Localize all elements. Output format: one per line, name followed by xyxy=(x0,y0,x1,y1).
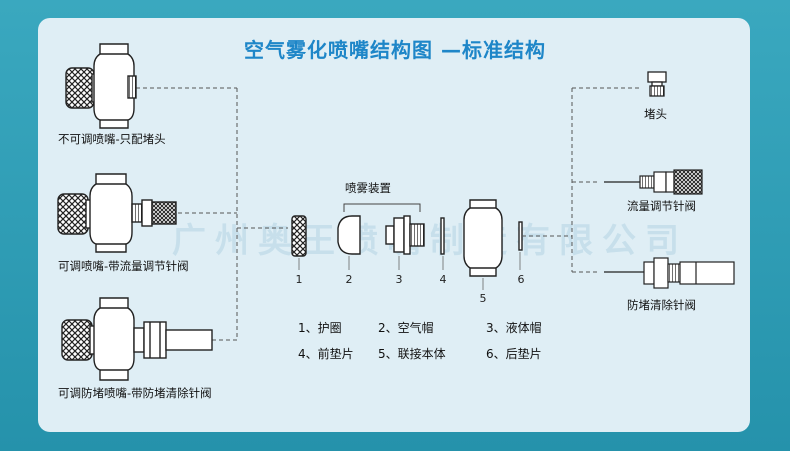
spray-assembly-label: 喷雾装置 xyxy=(345,181,391,195)
part-front-gasket xyxy=(440,217,445,255)
anti-clog-needle-part xyxy=(604,257,735,289)
legend-item: 5、联接本体 xyxy=(378,346,446,361)
right-part-label: 流量调节针阀 xyxy=(627,199,696,213)
left-connector xyxy=(136,87,288,341)
legend-item: 1、护圈 xyxy=(298,321,342,335)
legend-item: 3、液体帽 xyxy=(486,320,542,335)
left-variant-label: 可调防堵喷嘴-带防堵清除针阀 xyxy=(58,386,212,400)
part-number: 6 xyxy=(518,273,525,286)
part-air-cap xyxy=(337,215,361,255)
part-number-leaders xyxy=(298,252,521,290)
right-part-label: 堵头 xyxy=(644,107,667,121)
nozzle-adjustable xyxy=(57,173,177,253)
watermark-text: 广州奥王喷嘴制造有限公司 xyxy=(172,221,688,261)
right-connector xyxy=(571,87,642,273)
legend-item: 2、空气帽 xyxy=(378,320,434,335)
part-number: 3 xyxy=(396,273,403,286)
right-part-label: 防堵清除针阀 xyxy=(627,298,696,312)
part-body xyxy=(463,199,503,277)
exploded-view xyxy=(291,199,523,277)
part-liquid-cap xyxy=(385,215,425,255)
part-number: 1 xyxy=(296,273,303,286)
part-number: 4 xyxy=(440,273,447,286)
part-number: 2 xyxy=(346,273,353,286)
spray-assembly-bracket xyxy=(343,203,421,212)
legend-item: 6、后垫片 xyxy=(486,346,542,361)
left-variant-label: 可调喷嘴-带流量调节针阀 xyxy=(58,259,189,273)
nozzle-non-adjustable xyxy=(65,43,137,129)
legend-item: 4、前垫片 xyxy=(298,346,354,361)
part-retaining-ring xyxy=(291,215,307,257)
part-rear-gasket xyxy=(518,221,523,251)
left-variant-label: 不可调喷嘴-只配堵头 xyxy=(58,132,166,146)
nozzle-anti-clog xyxy=(61,297,213,381)
part-number: 5 xyxy=(480,292,487,305)
flow-needle-part xyxy=(604,169,703,195)
diagram-title: 空气雾化喷嘴结构图 —标准结构 xyxy=(244,38,546,62)
plug-part xyxy=(647,71,667,97)
